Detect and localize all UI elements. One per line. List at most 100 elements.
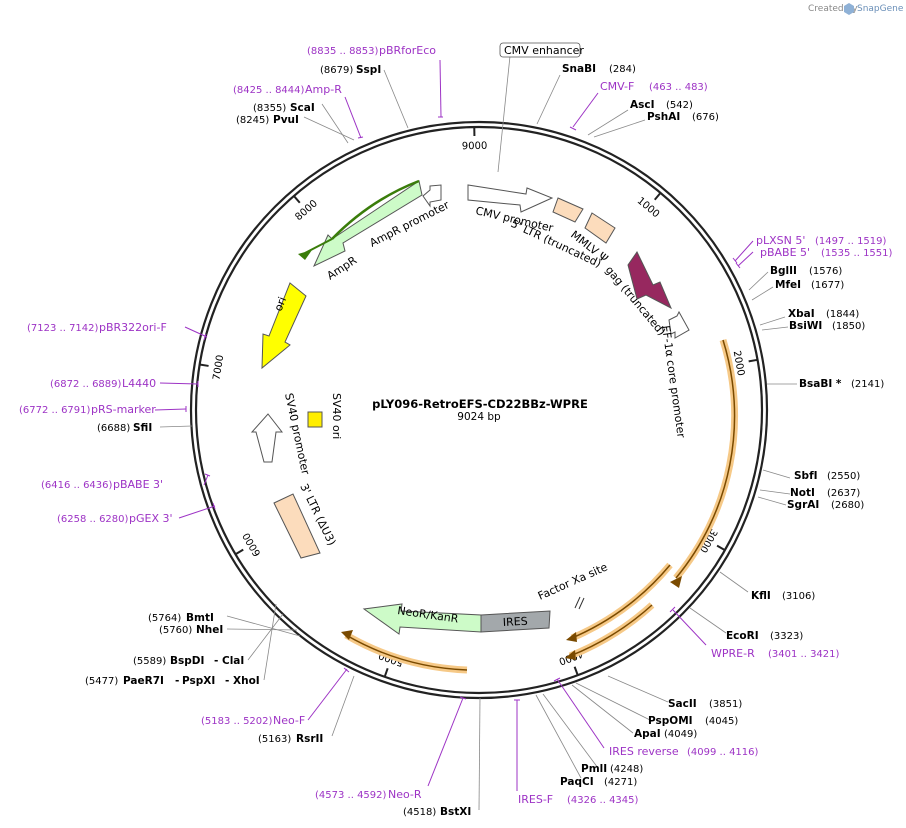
enzyme-bglii-pos: (1576) — [809, 266, 842, 277]
plasmid-name: pLY096-RetroEFS-CD22BBz-WPRE — [372, 397, 588, 411]
enzyme-scai[interactable]: ScaI — [290, 102, 315, 114]
feature-factor-xa[interactable]: Factor Xa site — [536, 560, 610, 602]
enzyme-bsabi-pos: (2141) — [851, 379, 884, 390]
orf-arc-2-head — [566, 632, 577, 642]
enzyme-clai[interactable]: ClaI — [222, 655, 244, 667]
ampr-line — [331, 179, 420, 240]
enzyme-nhei[interactable]: NheI — [196, 624, 223, 636]
feature-ires[interactable]: IRES — [502, 615, 527, 629]
enzyme-kfli[interactable]: KflI — [751, 590, 771, 602]
enzyme-pmli-pos: (4248) — [610, 764, 643, 775]
enzyme-paqci-pos: (4271) — [604, 777, 637, 788]
enzyme-ecori-pos: (3323) — [770, 631, 803, 642]
enzyme-xbai[interactable]: XbaI — [788, 308, 815, 320]
enzyme-pshai-pos: (676) — [692, 112, 719, 123]
enzyme-bsabi[interactable]: BsaBI * — [799, 378, 842, 390]
scale-tick — [383, 668, 389, 678]
primer-pbabe3[interactable]: pBABE 3' — [113, 478, 163, 491]
enzyme-paqci[interactable]: PaqCI — [560, 776, 594, 788]
enzyme-rsrii-pos: (5163) — [258, 734, 291, 745]
enzyme-asci[interactable]: AscI — [630, 99, 655, 111]
enzyme-pvui[interactable]: PvuI — [273, 114, 299, 126]
neor-arrow — [362, 603, 482, 635]
enzyme-pvui-pos: (8245) — [236, 115, 269, 126]
feature-ef1a[interactable]: EF-1α core promoter — [659, 325, 688, 440]
enzyme-bmti-pos: (5764) — [148, 613, 181, 624]
scale-tick-label: 9000 — [462, 141, 488, 152]
primer-ampr[interactable]: Amp-R — [305, 83, 342, 96]
enzyme-sfii-pos: (6688) — [97, 423, 130, 434]
enzyme-bsiwi-pos: (1850) — [832, 321, 865, 332]
primer-prsmarker-pos: (6772 .. 6791) — [19, 405, 91, 416]
primer-prsmarker[interactable]: pRS-marker — [91, 403, 156, 416]
enzyme-sspi-pos: (8679) — [320, 65, 353, 76]
enzyme-sbfi-pos: (2550) — [827, 471, 860, 482]
primer-pbabe5[interactable]: pBABE 5' — [760, 246, 810, 259]
enzyme-ecori[interactable]: EcoRI — [726, 630, 759, 642]
plasmid-length: 9024 bp — [457, 411, 501, 423]
primer-pbr322orif[interactable]: pBR322ori-F — [99, 321, 167, 334]
enzyme-bmti[interactable]: BmtI — [186, 612, 214, 624]
enzyme-bsiwi[interactable]: BsiWI — [789, 320, 822, 332]
enzyme-paer7i-pos: (5477) — [85, 676, 118, 687]
enzyme-nhei-pos: (5760) — [159, 625, 192, 636]
feature-ampr-promoter[interactable]: AmpR promoter — [367, 198, 451, 249]
orf-arc-3-line — [569, 604, 653, 657]
enzyme-xhoi[interactable]: XhoI — [233, 675, 260, 687]
enzyme-pspxi[interactable]: PspXI — [182, 675, 215, 687]
enzyme-pmli[interactable]: PmlI — [581, 763, 607, 775]
scale-tick-label: 7000 — [211, 354, 226, 381]
enzyme-paer7i[interactable]: PaeR7I — [123, 675, 164, 687]
enzyme-mfei-pos: (1677) — [811, 280, 844, 291]
enzyme-bstxi-pos: (4518) — [403, 807, 436, 818]
backbone-inner — [194, 125, 764, 695]
primer-iresf[interactable]: IRES-F — [518, 793, 553, 806]
scale-tick — [293, 195, 301, 204]
feature-sv40-ori[interactable]: SV40 ori — [330, 393, 343, 439]
enzyme-sacii-pos: (3851) — [709, 699, 742, 710]
enzyme-sacii[interactable]: SacII — [668, 698, 697, 710]
orf-arc-3-head — [565, 650, 576, 660]
primer-wprer-pos: (3401 .. 3421) — [768, 649, 840, 660]
enzyme-pspxi-sep: - — [175, 675, 179, 687]
primer-pgex3[interactable]: pGEX 3' — [129, 512, 173, 525]
primer-l4440[interactable]: L4440 — [122, 377, 156, 390]
enzyme-apai[interactable]: ApaI — [634, 728, 661, 740]
enzyme-rsrii[interactable]: RsrII — [296, 733, 323, 745]
enzyme-snabi[interactable]: SnaBI — [562, 63, 596, 75]
primer-iresrev[interactable]: IRES reverse — [609, 745, 679, 758]
primer-wprer[interactable]: WPRE-R — [711, 647, 755, 660]
enzyme-sfii[interactable]: SfiI — [133, 422, 152, 434]
orf-arc-2-line — [571, 564, 671, 639]
scale-tick-label: 6000 — [241, 531, 263, 559]
enzyme-kfli-pos: (3106) — [782, 591, 815, 602]
enzyme-bglii[interactable]: BglII — [770, 265, 797, 277]
primer-neor-pos: (4573 .. 4592) — [315, 790, 387, 801]
enzyme-bstxi[interactable]: BstXI — [440, 806, 471, 818]
enzyme-mfei[interactable]: MfeI — [775, 279, 801, 291]
enzyme-pspomi[interactable]: PspOMI — [648, 715, 693, 727]
primer-pgex3-pos: (6258 .. 6280) — [57, 514, 129, 525]
orf-arc-1-head — [670, 576, 682, 588]
sv40-promoter-arrow — [250, 413, 284, 463]
primer-cmvf[interactable]: CMV-F — [600, 80, 634, 93]
feature-sv40-promoter[interactable]: SV40 promoter — [282, 392, 312, 476]
feature-cmv-enhancer[interactable]: CMV enhancer — [504, 44, 584, 57]
primer-neof[interactable]: Neo-F — [273, 714, 305, 727]
feature-ori[interactable]: ori — [272, 295, 289, 313]
enzyme-sbfi[interactable]: SbfI — [794, 470, 818, 482]
enzyme-noti[interactable]: NotI — [790, 487, 815, 499]
enzyme-pshai[interactable]: PshAI — [647, 111, 680, 123]
primer-plxsn5[interactable]: pLXSN 5' — [756, 234, 805, 247]
primer-pbrforeco[interactable]: pBRforEco — [379, 44, 436, 57]
primer-labels: pBRforEco (8835 .. 8853) Amp-R (8425 .. … — [19, 44, 893, 806]
enzyme-sspi[interactable]: SspI — [356, 64, 381, 76]
enzyme-bspdi[interactable]: BspDI — [170, 655, 204, 667]
ampr-line-body — [304, 238, 333, 254]
enzyme-sgrai[interactable]: SgrAI — [787, 499, 819, 511]
enzyme-asci-pos: (542) — [666, 100, 693, 111]
factor-xa-mark — [574, 596, 585, 610]
scale-tick — [234, 548, 244, 556]
primer-neor[interactable]: Neo-R — [388, 788, 422, 801]
